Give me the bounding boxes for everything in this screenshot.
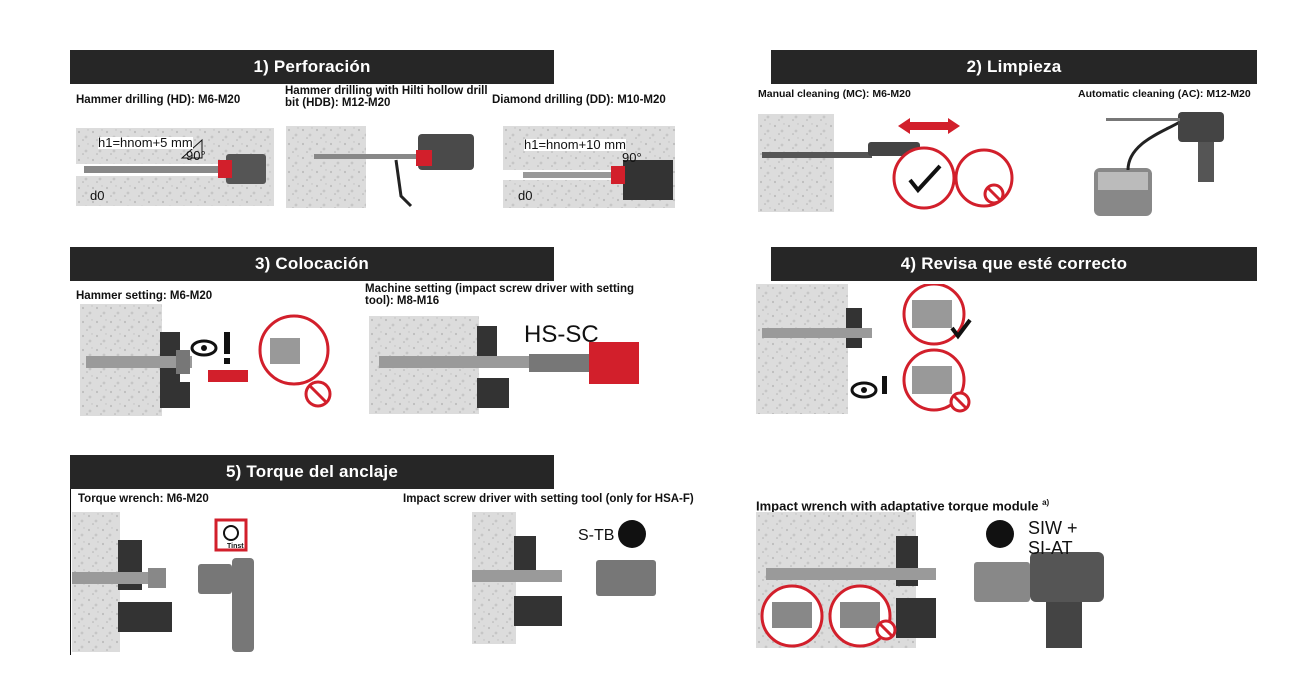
torque-wrench-illustration <box>72 512 268 652</box>
stb-label: S-TB <box>578 527 615 544</box>
manual-cleaning-illustration <box>758 108 1018 214</box>
hs-sc-label: HS-SC <box>524 321 599 348</box>
section-header-torque: 5) Torque del anclaje <box>70 455 554 489</box>
hd-diameter-label: d0 <box>90 188 105 203</box>
automatic-cleaning-illustration <box>1088 108 1248 220</box>
dd-angle-label: 90° <box>622 150 642 165</box>
caption-machine-setting: Machine setting (impact screw driver wit… <box>365 283 635 307</box>
caption-impact-wrench: Impact wrench with adaptative torque mod… <box>756 497 1049 512</box>
impact-screw-driver-illustration <box>472 512 668 644</box>
caption-torque-wrench: Torque wrench: M6-M20 <box>78 493 209 505</box>
caption-manual-cleaning: Manual cleaning (MC): M6-M20 <box>758 88 911 100</box>
section-header-revisa: 4) Revisa que esté correcto <box>771 247 1257 281</box>
tinst-label: Tinst <box>227 543 244 550</box>
siw-label: SIW + <box>1028 518 1078 538</box>
caption-impact-screw-driver: Impact screw driver with setting tool (o… <box>403 493 694 505</box>
caption-hammer-drilling: Hammer drilling (HD): M6-M20 <box>76 94 241 106</box>
section-header-limpieza: 2) Limpieza <box>771 50 1257 84</box>
caption-automatic-cleaning: Automatic cleaning (AC): M12-M20 <box>1078 88 1251 100</box>
caption-hammer-setting: Hammer setting: M6-M20 <box>76 290 213 302</box>
siat-label: SI-AT <box>1028 538 1073 558</box>
machine-setting-illustration <box>369 316 649 414</box>
hollow-drill-illustration <box>286 126 482 208</box>
caption-diamond-drilling: Diamond drilling (DD): M10-M20 <box>492 94 666 106</box>
hammer-setting-illustration <box>80 304 342 416</box>
torque-left-rule <box>70 489 71 655</box>
impact-wrench-illustration <box>756 512 1118 648</box>
section-header-colocacion: 3) Colocación <box>70 247 554 281</box>
section-header-perforacion: 1) Perforación <box>70 50 554 84</box>
adaptive-caption-note: a) <box>1042 498 1050 507</box>
adaptive-caption-text: Impact wrench with adaptative torque mod… <box>756 498 1039 514</box>
check-correct-illustration <box>756 284 972 414</box>
hd-angle-label: 90° <box>186 148 206 163</box>
dd-diameter-label: d0 <box>518 188 533 203</box>
caption-hollow-drill: Hammer drilling with Hilti hollow drill … <box>285 85 488 109</box>
dd-depth-label: h1=hnom+10 mm <box>524 137 626 152</box>
hd-depth-label: h1=hnom+5 mm <box>98 135 193 150</box>
